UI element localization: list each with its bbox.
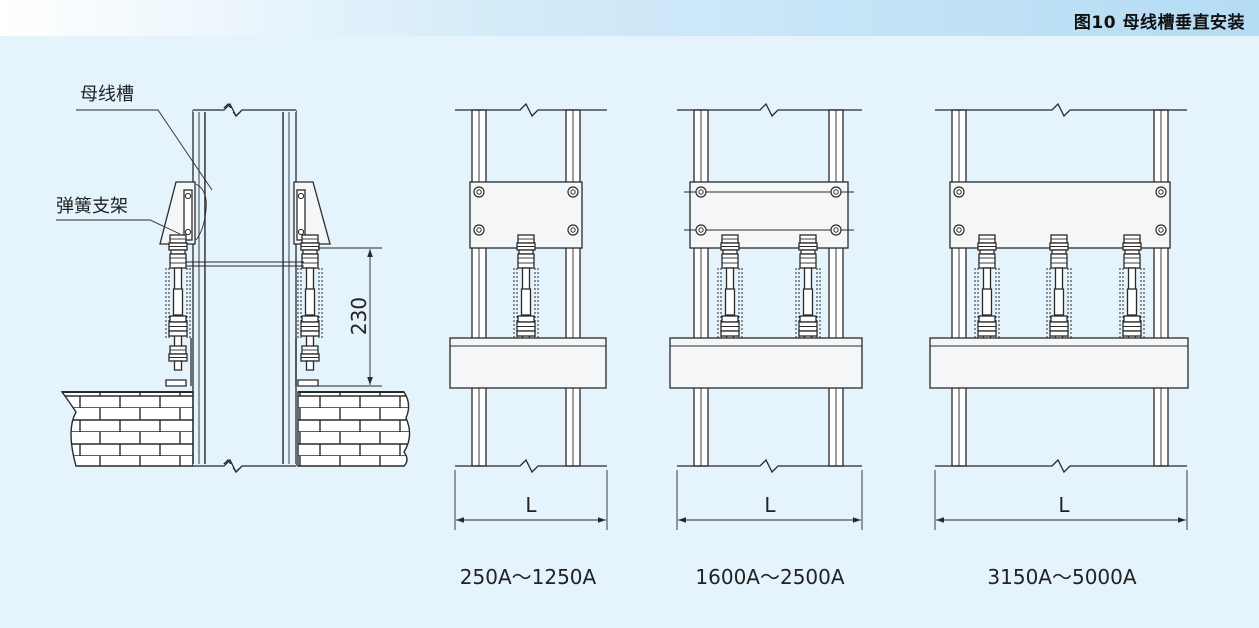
section-view: 母线槽 弹簧支架 230 [56,84,411,474]
front-view-2: L 1600A～2500A [669,102,863,589]
view-2-dimension: L [764,493,776,517]
view-3-dimension: L [1058,493,1070,517]
figure-title: 图10 母线槽垂直安装 [1073,13,1245,33]
brick-wall-left [60,391,194,467]
dimension-230-text: 230 [347,297,371,335]
front-view-1: L 250A～1250A [449,102,608,589]
front-view-3: L 3150A～5000A [929,102,1189,589]
spring-bracket-leader-line [56,219,181,235]
busway-label: 母线槽 [80,84,134,105]
view-2-range: 1600A～2500A [695,565,844,589]
view-3-range: 3150A～5000A [987,565,1136,589]
busway-section [192,102,297,474]
dimension-230: 230 [318,247,382,387]
header-bar: 图10 母线槽垂直安装 [0,0,1259,36]
view-1-range: 250A～1250A [460,565,597,589]
floor-angle-right [297,379,319,387]
brick-wall-right [297,391,411,467]
spring-bracket-label: 弹簧支架 [56,196,128,217]
view-1-dimension: L [525,493,537,517]
spring-bracket-right [293,181,331,371]
busway-leader-line [76,109,213,191]
floor-angle-left [165,379,187,387]
